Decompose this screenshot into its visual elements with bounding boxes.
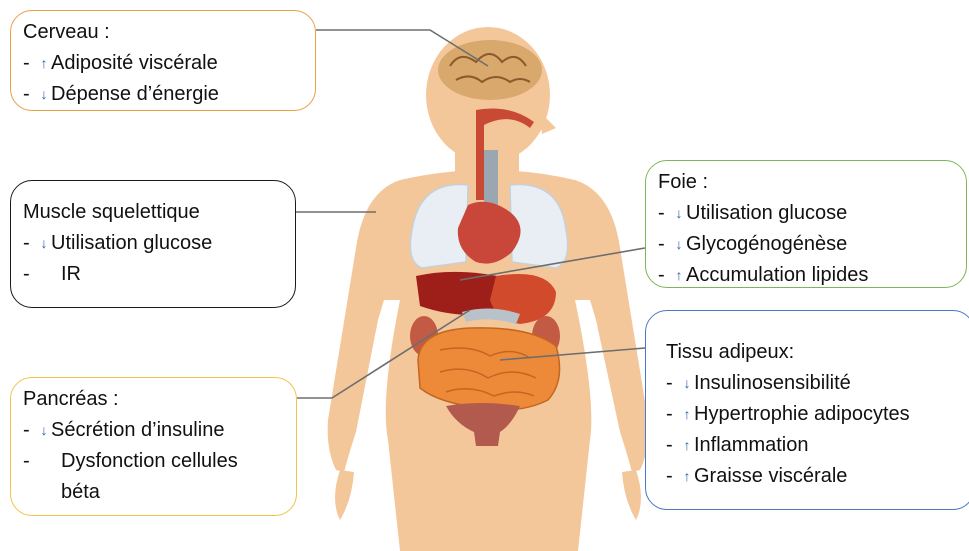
pancreas-item-text: Sécrétion d’insuline [51, 415, 224, 446]
tissu-item: - ↓ Insulinosensibilité [666, 368, 962, 399]
list-dash: - [23, 415, 37, 446]
arrow-down-icon: ↓ [37, 79, 51, 110]
foie-box: Foie : - ↓ Utilisation glucose - ↓ Glyco… [645, 160, 967, 288]
pancreas-item-text: Dysfonction cellules [61, 446, 238, 477]
cerveau-item-text: Dépense d’énergie [51, 79, 219, 110]
list-dash: - [658, 260, 672, 291]
arrow-down-icon: ↓ [672, 229, 686, 260]
cerveau-item: - ↑ Adiposité viscérale [23, 48, 303, 79]
arrow-up-icon: ↑ [680, 399, 694, 430]
cerveau-item-text: Adiposité viscérale [51, 48, 218, 79]
arrow-up-icon: ↑ [680, 461, 694, 492]
pancreas-item-continuation: béta [23, 477, 284, 508]
arrow-up-icon: ↑ [37, 48, 51, 79]
foie-item: - ↑ Accumulation lipides [658, 260, 954, 291]
list-dash: - [666, 461, 680, 492]
tissu-item: - ↑ Hypertrophie adipocytes [666, 399, 962, 430]
arrow-down-icon: ↓ [680, 368, 694, 399]
list-dash: - [23, 446, 37, 477]
arrow-up-icon: ↑ [672, 260, 686, 291]
foie-item: - ↓ Glycogénogénèse [658, 229, 954, 260]
list-dash: - [658, 198, 672, 229]
list-dash: - [666, 399, 680, 430]
arrow-down-icon: ↓ [672, 198, 686, 229]
tissu-item-text: Graisse viscérale [694, 461, 847, 492]
cerveau-item: - ↓ Dépense d’énergie [23, 79, 303, 110]
foie-item-text: Accumulation lipides [686, 260, 868, 291]
muscle-item-text: IR [61, 259, 81, 290]
list-dash: - [666, 368, 680, 399]
muscle-item: - ↓ Utilisation glucose [23, 228, 283, 259]
tissu-adipeux-box: Tissu adipeux: - ↓ Insulinosensibilité -… [645, 310, 969, 510]
brain [438, 40, 542, 100]
muscle-box: Muscle squelettique - ↓ Utilisation gluc… [10, 180, 296, 308]
pancreas-box: Pancréas : - ↓ Sécrétion d’insuline - Dy… [10, 377, 297, 516]
pancreas-title: Pancréas : [23, 384, 284, 415]
foie-item: - ↓ Utilisation glucose [658, 198, 954, 229]
intestines [418, 328, 560, 410]
tissu-item-text: Insulinosensibilité [694, 368, 851, 399]
list-dash: - [658, 229, 672, 260]
tissu-item: - ↑ Inflammation [666, 430, 962, 461]
list-dash: - [23, 228, 37, 259]
foie-item-text: Glycogénogénèse [686, 229, 847, 260]
pancreas-item: - Dysfonction cellules [23, 446, 284, 477]
list-dash: - [23, 48, 37, 79]
arrow-down-icon: ↓ [37, 228, 51, 259]
arrow-up-icon: ↑ [680, 430, 694, 461]
arrow-down-icon: ↓ [37, 415, 51, 446]
foie-title: Foie : [658, 167, 954, 198]
list-dash: - [23, 259, 37, 290]
tissu-title: Tissu adipeux: [666, 337, 962, 368]
cerveau-box: Cerveau : - ↑ Adiposité viscérale - ↓ Dé… [10, 10, 316, 111]
list-dash: - [666, 430, 680, 461]
pancreas-item: - ↓ Sécrétion d’insuline [23, 415, 284, 446]
muscle-item-text: Utilisation glucose [51, 228, 212, 259]
tissu-item-text: Inflammation [694, 430, 809, 461]
muscle-title: Muscle squelettique [23, 197, 283, 228]
tissu-item: - ↑ Graisse viscérale [666, 461, 962, 492]
cerveau-title: Cerveau : [23, 17, 303, 48]
muscle-item: - IR [23, 259, 283, 290]
tissu-item-text: Hypertrophie adipocytes [694, 399, 910, 430]
foie-item-text: Utilisation glucose [686, 198, 847, 229]
list-dash: - [23, 79, 37, 110]
